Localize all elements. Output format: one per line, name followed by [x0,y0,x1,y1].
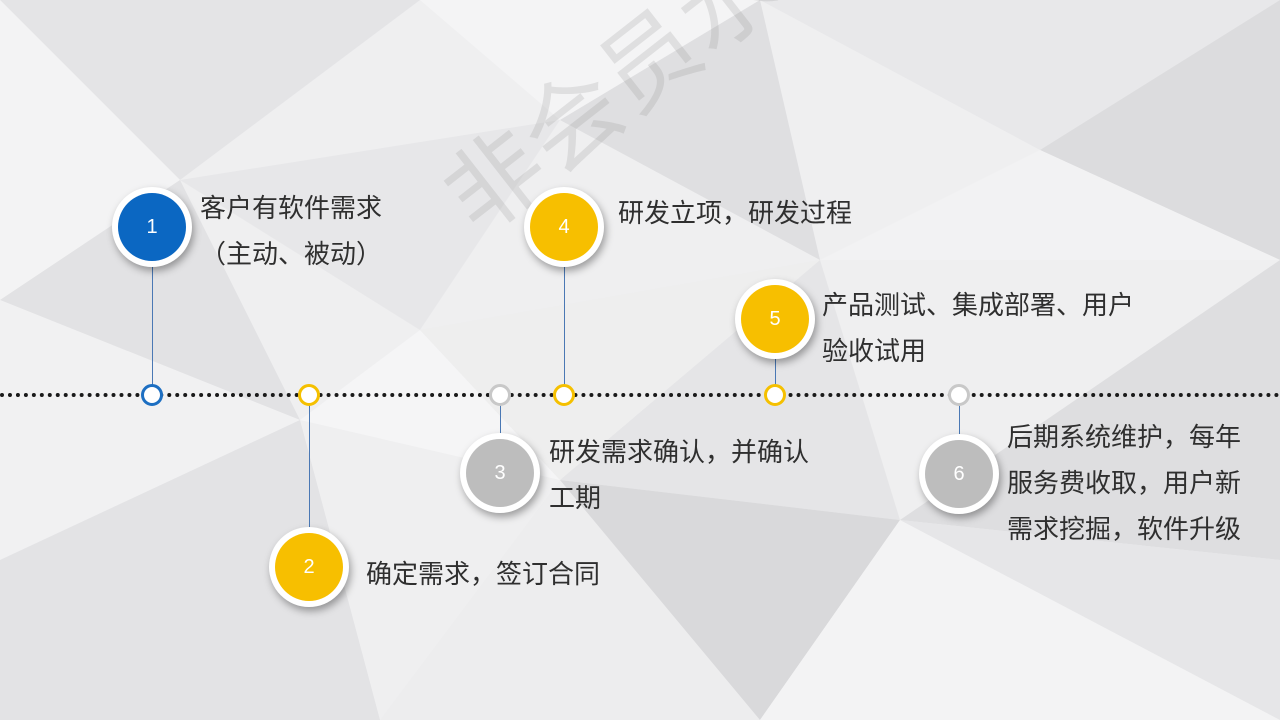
step-6-axis-marker [948,384,970,406]
step-4-label-line: 研发立项，研发过程 [618,199,853,229]
step-2-connector [309,395,310,567]
step-4-axis-marker [553,384,575,406]
step-1-axis-marker [141,384,163,406]
step-6-label: 后期系统维护，每年服务费收取，用户新需求挖掘，软件升级 [1007,415,1241,553]
step-1-label-line: （主动、被动） [200,240,383,270]
step-6-label-line: 服务费收取，用户新 [1007,469,1242,499]
step-4-label: 研发立项，研发过程 [618,191,852,237]
step-1-number: 1 [118,193,186,261]
step-3-axis-marker [489,384,511,406]
step-2-label: 确定需求，签订合同 [366,552,600,598]
step-6-label-line: 需求挖掘，软件升级 [1007,515,1242,545]
step-5-badge: 5 [735,279,815,359]
step-5-axis-marker [764,384,786,406]
step-3-label: 研发需求确认，并确认工期 [549,430,809,522]
step-3-badge: 3 [460,433,540,513]
step-1-label-line: 客户有软件需求 [200,194,383,224]
step-3-number: 3 [466,439,534,507]
step-3-label-line: 研发需求确认，并确认 [549,438,810,468]
step-5-number: 5 [741,285,809,353]
step-1-connector [152,227,153,395]
step-4-badge: 4 [524,187,604,267]
step-4-connector [564,227,565,395]
step-4-number: 4 [530,193,598,261]
step-5-label-line: 产品测试、集成部署、用户 [822,291,1135,321]
timeline-axis [0,393,1280,397]
step-5-label-line: 验收试用 [822,337,927,367]
step-1-badge: 1 [112,187,192,267]
step-3-label-line: 工期 [549,484,602,514]
step-2-axis-marker [298,384,320,406]
step-2-number: 2 [275,533,343,601]
step-2-badge: 2 [269,527,349,607]
step-1-label: 客户有软件需求 （主动、被动） [200,186,382,278]
step-6-number: 6 [925,440,993,508]
step-5-label: 产品测试、集成部署、用户验收试用 [822,283,1134,375]
step-6-label-line: 后期系统维护，每年 [1007,423,1242,453]
step-6-badge: 6 [919,434,999,514]
step-2-label-line: 确定需求，签订合同 [366,560,601,590]
